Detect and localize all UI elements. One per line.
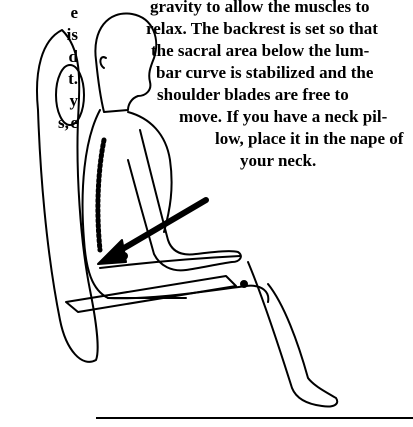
arm — [128, 130, 241, 270]
lower-leg — [248, 262, 337, 407]
head — [95, 13, 156, 112]
thigh — [108, 286, 268, 302]
bottom-rule — [96, 417, 413, 419]
chair-backrest — [37, 30, 98, 362]
spine — [98, 140, 104, 250]
